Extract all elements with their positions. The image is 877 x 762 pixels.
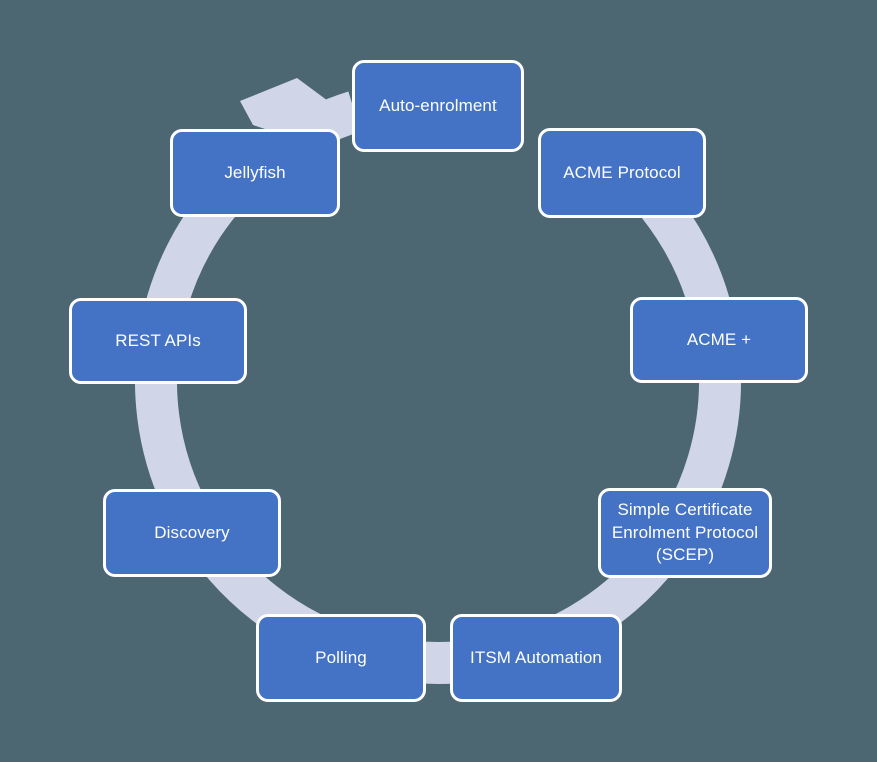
node-label: ACME Protocol <box>563 162 681 182</box>
node-auto-enrolment[interactable]: Auto-enrolment <box>352 60 524 152</box>
node-jellyfish[interactable]: Jellyfish <box>170 129 340 217</box>
node-acme-plus[interactable]: ACME + <box>630 297 808 383</box>
node-label: ITSM Automation <box>470 647 602 667</box>
node-label: Simple Certificate Enrolment Protocol (S… <box>611 500 759 565</box>
node-label: ACME + <box>686 329 752 349</box>
arrow-clockwise-icon <box>240 78 343 136</box>
node-polling[interactable]: Polling <box>256 614 426 702</box>
node-acme-protocol[interactable]: ACME Protocol <box>538 128 706 218</box>
node-label: Polling <box>315 647 367 667</box>
node-itsm-automation[interactable]: ITSM Automation <box>450 614 622 702</box>
node-label: Discovery <box>154 522 230 542</box>
node-label: REST APIs <box>115 330 201 350</box>
node-rest-apis[interactable]: REST APIs <box>69 298 247 384</box>
node-label: Auto-enrolment <box>379 95 497 115</box>
node-label: Jellyfish <box>224 162 286 182</box>
node-scep[interactable]: Simple Certificate Enrolment Protocol (S… <box>598 488 772 578</box>
node-discovery[interactable]: Discovery <box>103 489 281 577</box>
